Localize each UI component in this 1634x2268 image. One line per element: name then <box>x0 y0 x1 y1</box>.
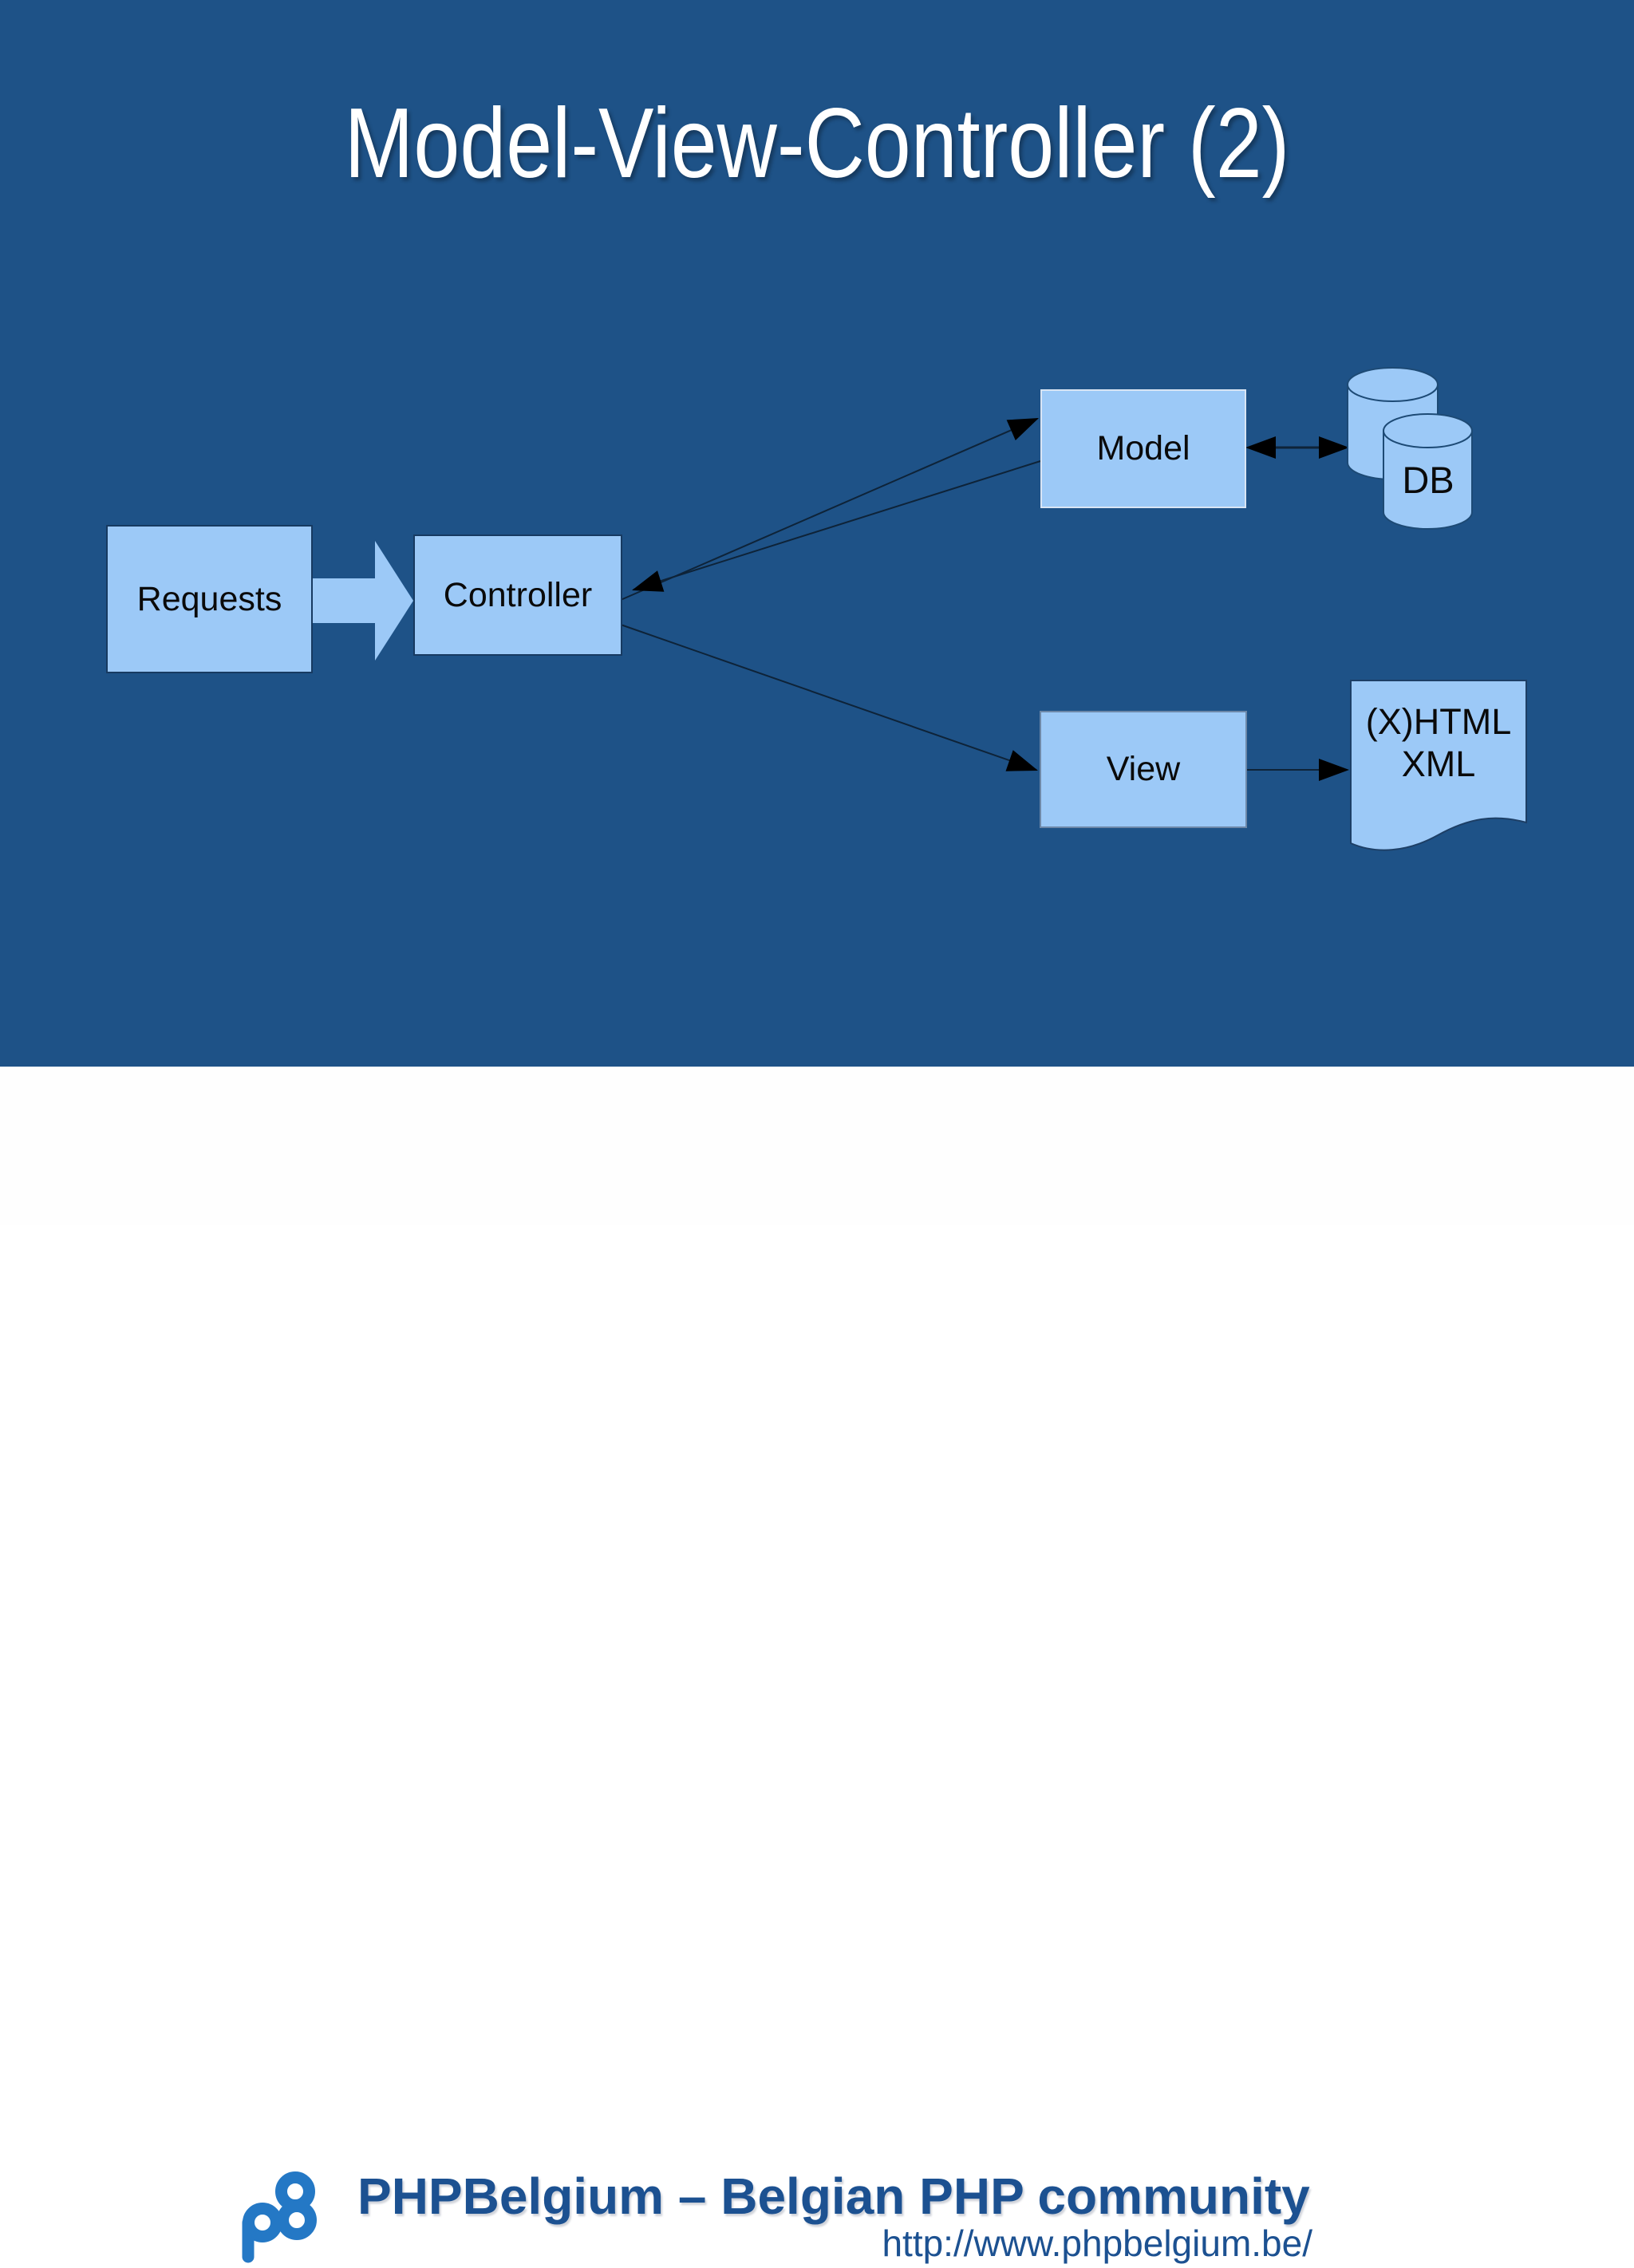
arrow-controller-to-model <box>620 418 1039 601</box>
node-model-label: Model <box>1096 429 1190 467</box>
phpbelgium-logo-icon <box>242 2171 317 2263</box>
slide-background: Model-View-Controller (2) <box>0 0 1634 1067</box>
arrow-controller-to-view <box>620 624 1038 771</box>
node-controller: Controller <box>413 534 622 656</box>
db-label: DB <box>1402 459 1454 501</box>
node-requests: Requests <box>106 525 313 673</box>
node-controller-label: Controller <box>443 575 593 614</box>
node-requests-label: Requests <box>136 579 282 618</box>
page-title: Model-View-Controller (2) <box>344 89 1290 199</box>
footer-community-title: PHPBelgium – Belgian PHP community <box>357 2167 1310 2225</box>
node-view: View <box>1040 711 1247 828</box>
diagram-canvas <box>309 367 1527 851</box>
output-label-line2: XML <box>1401 744 1476 785</box>
document-shape-icon <box>1350 680 1527 851</box>
node-model: Model <box>1040 389 1246 508</box>
arrow-model-db-bidirectional <box>1245 436 1349 459</box>
node-view-label: View <box>1106 750 1181 788</box>
output-label: (X)HTML XML <box>1351 700 1526 785</box>
arrow-view-to-output <box>1244 759 1349 781</box>
footer-website-url: http://www.phpbelgium.be/ <box>882 2223 1312 2264</box>
output-label-line1: (X)HTML <box>1365 701 1512 742</box>
footer-bar: PHPBelgium – Belgian PHP community http:… <box>0 1067 1634 2263</box>
arrow-model-to-controller <box>632 460 1041 592</box>
requests-to-controller-block-arrow-icon <box>309 541 413 661</box>
database-cylinder-front-icon <box>1383 413 1473 530</box>
